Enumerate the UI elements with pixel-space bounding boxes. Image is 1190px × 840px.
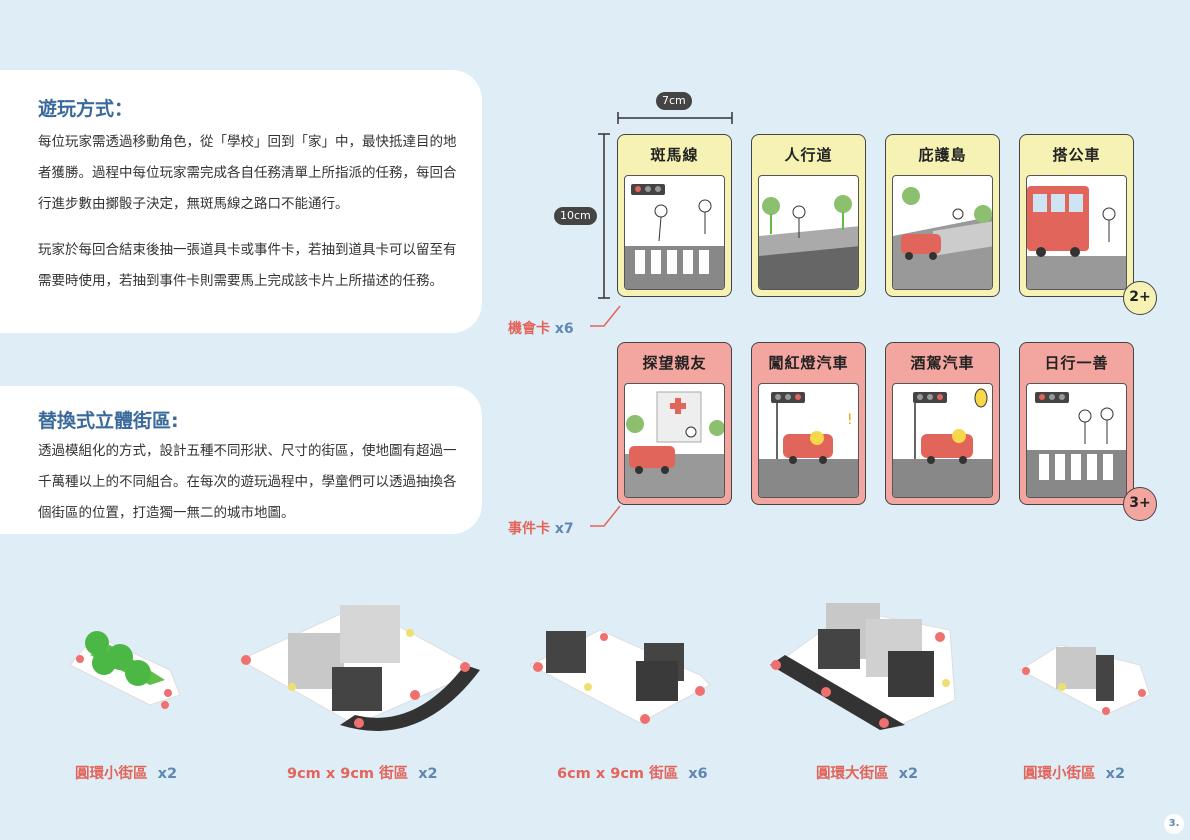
event-card-drunk-driving: 酒駕汽車	[885, 342, 1000, 505]
page-number: 3.	[1164, 814, 1184, 834]
how-to-play-panel: 遊玩方式： 每位玩家需透過移動角色，從「學校」回到「家」中，最快抵達目的地者獲勝…	[0, 70, 482, 333]
how-to-play-para2: 玩家於每回合結束後抽一張道具卡或事件卡，若抽到道具卡可以留至有需要時使用，若抽到…	[38, 242, 457, 289]
modular-blocks-panel: 替換式立體街區: 透過模組化的方式，設計五種不同形狀、尺寸的街區，使地圖有超過一…	[0, 386, 482, 534]
card-title: 探望親友	[642, 354, 707, 372]
block-label-4: 圓環大街區 x2	[816, 766, 919, 782]
chance-card-sidewalk: 人行道	[751, 134, 866, 297]
event-card-label: 事件卡 x7	[508, 521, 574, 537]
card-title: 日行一善	[1044, 354, 1109, 372]
card-title: 闖紅燈汽車	[768, 354, 849, 372]
how-to-play-para1: 每位玩家需透過移動角色，從「學校」回到「家」中，最快抵達目的地者獲勝。過程中每位…	[38, 134, 457, 212]
svg-text:!: !	[847, 412, 853, 428]
city-blocks-illustration	[69, 603, 1151, 731]
chance-card-safety-island: 庇護島	[885, 134, 1000, 297]
block-label-5: 圓環小街區 x2	[1023, 766, 1126, 782]
event-player-badge: 3+	[1123, 487, 1157, 521]
chance-pointer-line	[590, 305, 621, 327]
block-large-roundabout	[770, 603, 956, 730]
height-dimension-label: 10cm	[554, 207, 597, 225]
modular-title: 替換式立體街區:	[38, 406, 183, 433]
chance-card-label: 機會卡 x6	[508, 321, 574, 337]
card-illustration	[758, 175, 859, 290]
card-illustration	[892, 383, 993, 498]
card-dimension-lines	[598, 112, 733, 299]
card-title: 搭公車	[1052, 146, 1101, 164]
block-small-roundabout-right	[1018, 644, 1151, 716]
card-illustration	[892, 175, 993, 290]
block-label-2: 9cm x 9cm 街區 x2	[287, 766, 438, 782]
block-6x9	[528, 629, 711, 724]
card-title: 酒駕汽車	[910, 354, 975, 372]
card-title: 斑馬線	[650, 146, 699, 164]
width-dimension-label: 7cm	[656, 92, 692, 110]
card-illustration	[1026, 175, 1127, 290]
card-illustration	[1026, 383, 1127, 498]
card-title: 庇護島	[918, 146, 967, 164]
event-card-visit-relatives: 探望親友	[617, 342, 732, 505]
block-9x9	[238, 604, 480, 731]
card-title: 人行道	[784, 146, 833, 164]
chance-card-bus: 搭公車	[1019, 134, 1134, 297]
card-illustration	[624, 175, 725, 290]
event-pointer-line	[590, 505, 621, 527]
block-label-3: 6cm x 9cm 街區 x6	[557, 766, 708, 782]
chance-player-badge: 2+	[1123, 281, 1157, 315]
block-small-roundabout-left	[69, 631, 181, 709]
card-illustration	[624, 383, 725, 498]
card-illustration: !	[758, 383, 859, 498]
event-card-good-deed: 日行一善	[1019, 342, 1134, 505]
event-card-red-light-car: 闖紅燈汽車 !	[751, 342, 866, 505]
chance-card-zebra-crossing: 斑馬線	[617, 134, 732, 297]
modular-para: 透過模組化的方式，設計五種不同形狀、尺寸的街區，使地圖有超過一千萬種以上的不同組…	[38, 443, 457, 521]
block-label-1: 圓環小街區 x2	[75, 766, 178, 782]
how-to-play-title: 遊玩方式：	[38, 94, 138, 121]
